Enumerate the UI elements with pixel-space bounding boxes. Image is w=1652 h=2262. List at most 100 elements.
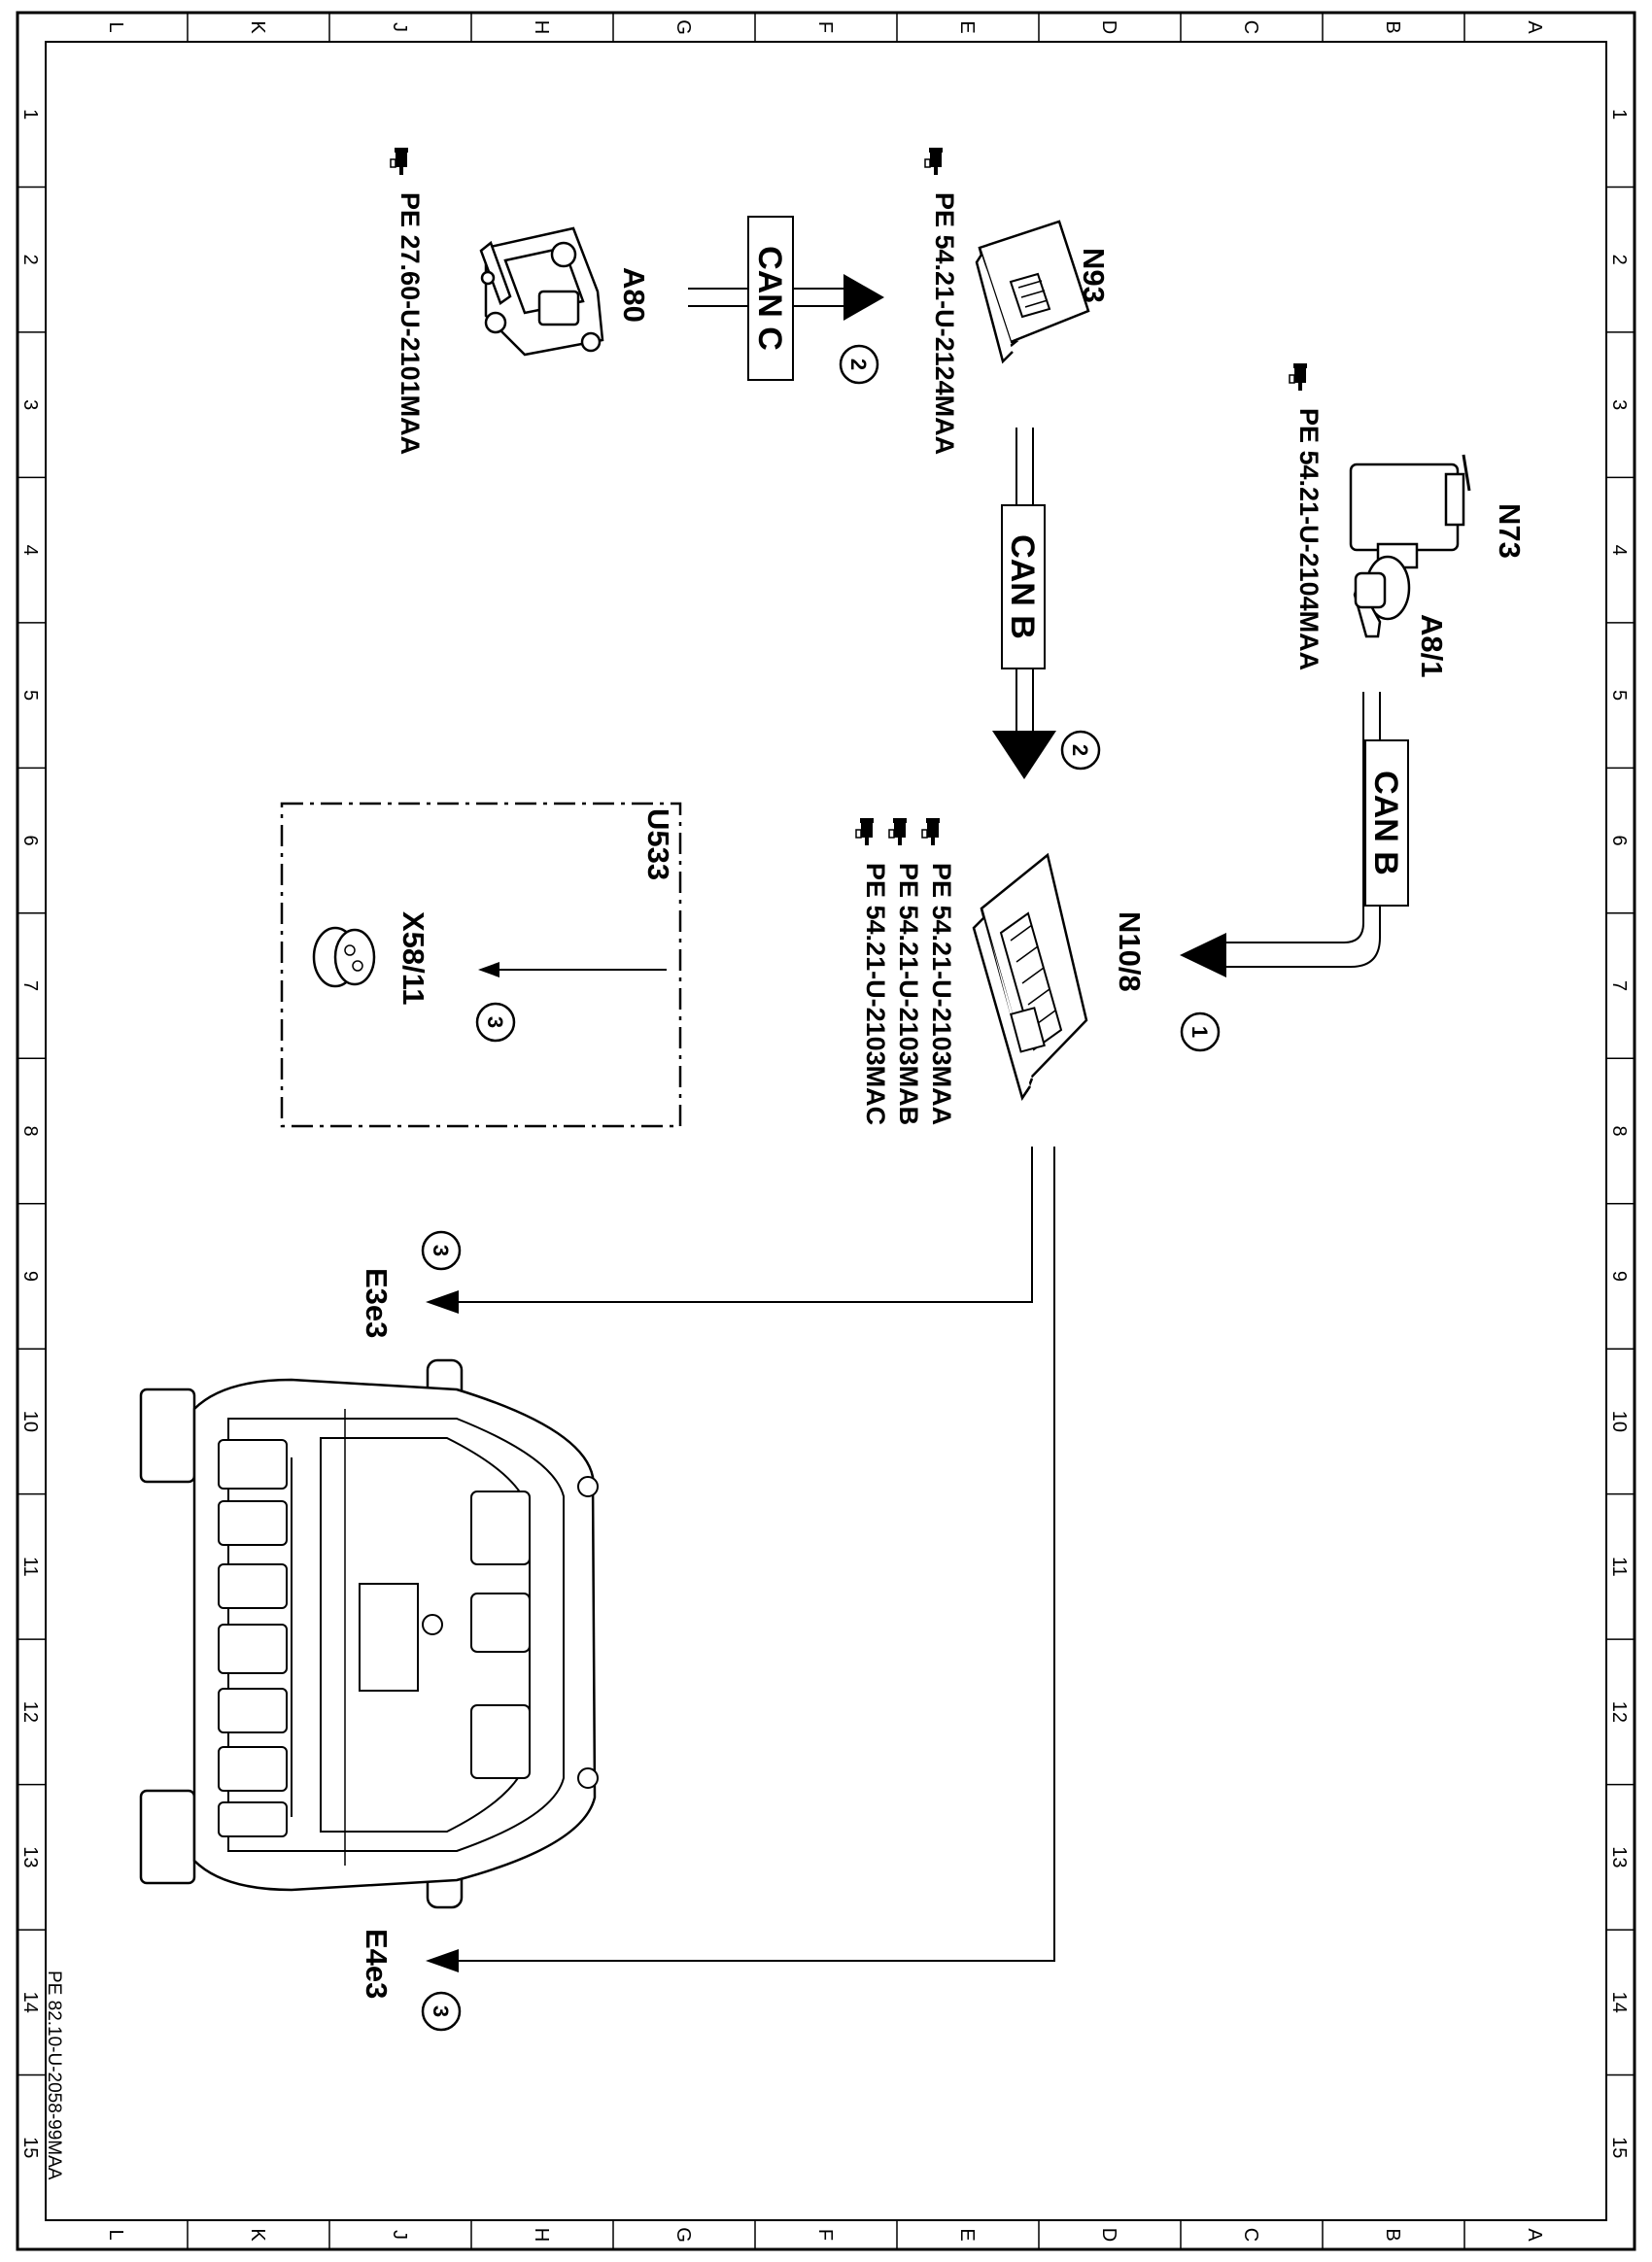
e3e3-label: E3e3 [360, 1268, 394, 1338]
pointing-hand-icon [855, 818, 874, 845]
arrow-to-n10-8 [1180, 933, 1226, 977]
grid-col-label: F [814, 21, 836, 33]
marker-2a: 2 [839, 344, 879, 385]
grid-row-label: 13 [1608, 1846, 1630, 1868]
grid-col-label: L [105, 2229, 126, 2240]
grid-col-label: K [247, 2228, 268, 2242]
document-number: PE 82.10-U-2058-99MAA [44, 1971, 64, 2180]
grid-row-label: 15 [19, 2137, 41, 2158]
n93-ref: PE 54.21-U-2124MAA [930, 192, 959, 455]
grid-row-label: 14 [19, 1992, 41, 2013]
grid-row-label: 7 [19, 980, 41, 991]
can-c-bus-label: CAN C [747, 216, 794, 381]
grid-col-label: B [1382, 20, 1403, 33]
marker-3a: 3 [475, 1002, 516, 1043]
marker-1: 1 [1180, 1011, 1221, 1052]
marker-1-text: 1 [1187, 1026, 1212, 1038]
vehicle-rear-icon [139, 1358, 599, 1909]
grid-row-label: 5 [1608, 690, 1630, 701]
x58-11-connector-icon [312, 926, 376, 988]
n73-label: N73 [1493, 503, 1527, 559]
grid-row-label: 14 [1608, 1992, 1630, 2013]
can-b-bus-label-2: CAN B [1001, 504, 1046, 669]
n10-8-ref-1: PE 54.21-U-2103MAA [927, 863, 956, 1125]
grid-row-label: 1 [19, 109, 41, 120]
can-c-label: CAN C [751, 246, 788, 351]
grid-row-label: 11 [1608, 1557, 1630, 1577]
grid-col-label: D [1098, 20, 1119, 34]
grid-col-label: J [389, 2230, 410, 2240]
grid-row-label: 5 [19, 690, 41, 701]
grid-row-label: 10 [1608, 1411, 1630, 1432]
n93-control-unit-icon [975, 220, 1090, 364]
grid-row-label: 7 [1608, 980, 1630, 991]
a80-module-icon [479, 226, 604, 357]
u533-label: U533 [641, 808, 675, 880]
grid-col-label: C [1240, 2228, 1261, 2242]
e4e3-label: E4e3 [360, 1929, 394, 1999]
grid-row-label: 9 [1608, 1271, 1630, 1282]
grid-row-label: 13 [19, 1846, 41, 1868]
marker-3b-text: 3 [429, 1245, 453, 1256]
grid-col-label: E [956, 2228, 978, 2241]
pointing-hand-icon [1289, 363, 1307, 391]
grid-row-label: 2 [19, 255, 41, 265]
pointing-hand-icon [390, 148, 408, 175]
marker-2b-text: 2 [1068, 744, 1092, 756]
grid-row-label: 6 [1608, 836, 1630, 846]
u533-boundary [280, 802, 682, 1128]
x58-11-label: X58/11 [396, 911, 430, 1006]
grid-col-label: B [1382, 2228, 1403, 2241]
arrow-to-e3e3 [426, 1290, 459, 1314]
wire-to-e4e3 [457, 1147, 1055, 1962]
grid-col-label: J [389, 22, 410, 32]
grid-row-label: 3 [19, 399, 41, 410]
pointing-hand-icon [921, 818, 940, 845]
grid-ticks [17, 13, 1635, 2249]
marker-2a-text: 2 [846, 359, 871, 370]
grid-col-label: L [105, 21, 126, 32]
grid-row-label: 1 [1608, 109, 1630, 120]
grid-col-label: K [247, 20, 268, 34]
grid-col-label: F [814, 2229, 836, 2241]
marker-3b: 3 [421, 1230, 462, 1271]
grid-row-label: 12 [1608, 1701, 1630, 1723]
grid-col-label: G [672, 2227, 694, 2243]
arrow-to-x58-11 [478, 962, 499, 977]
grid-col-label: A [1524, 2228, 1545, 2242]
frame [16, 11, 1636, 2251]
marker-3a-text: 3 [483, 1016, 507, 1028]
n10-8-label: N10/8 [1113, 911, 1147, 992]
grid-row-label: 4 [19, 545, 41, 556]
n73-ref: PE 54.21-U-2104MAA [1294, 408, 1324, 670]
can-b-bus-label-1: CAN B [1364, 739, 1409, 907]
grid-col-label: G [672, 19, 694, 35]
grid-row-label: 11 [19, 1557, 41, 1577]
arrow-to-e4e3 [426, 1949, 459, 1972]
grid-row-label: 6 [19, 836, 41, 846]
grid-col-label: D [1098, 2228, 1119, 2242]
grid-col-label: H [531, 20, 552, 34]
grid-col-label: E [956, 20, 978, 33]
grid-row-label: 3 [1608, 399, 1630, 410]
grid-row-label: 15 [1608, 2137, 1630, 2158]
marker-3c: 3 [421, 1991, 462, 2032]
marker-2b: 2 [1060, 730, 1101, 771]
n10-8-ref-2: PE 54.21-U-2103MAB [894, 863, 923, 1125]
grid-row-label: 2 [1608, 255, 1630, 265]
n10-8-control-unit-icon [972, 852, 1088, 1101]
reference-hand-icons [390, 148, 1307, 845]
can-b-label-1: CAN B [1367, 771, 1404, 875]
arrow-to-n93 [843, 274, 884, 321]
a80-ref: PE 27.60-U-2101MAA [396, 192, 425, 455]
can-b-label-2: CAN B [1004, 534, 1041, 639]
grid-row-label: 8 [19, 1125, 41, 1136]
grid-row-label: 9 [19, 1271, 41, 1282]
n10-8-ref-3: PE 54.21-U-2103MAC [861, 863, 890, 1125]
grid-col-label: C [1240, 20, 1261, 34]
marker-3c-text: 3 [429, 2005, 453, 2017]
wire-to-e3e3 [457, 1147, 1033, 1303]
can-b-wire-lower [1224, 692, 1381, 968]
